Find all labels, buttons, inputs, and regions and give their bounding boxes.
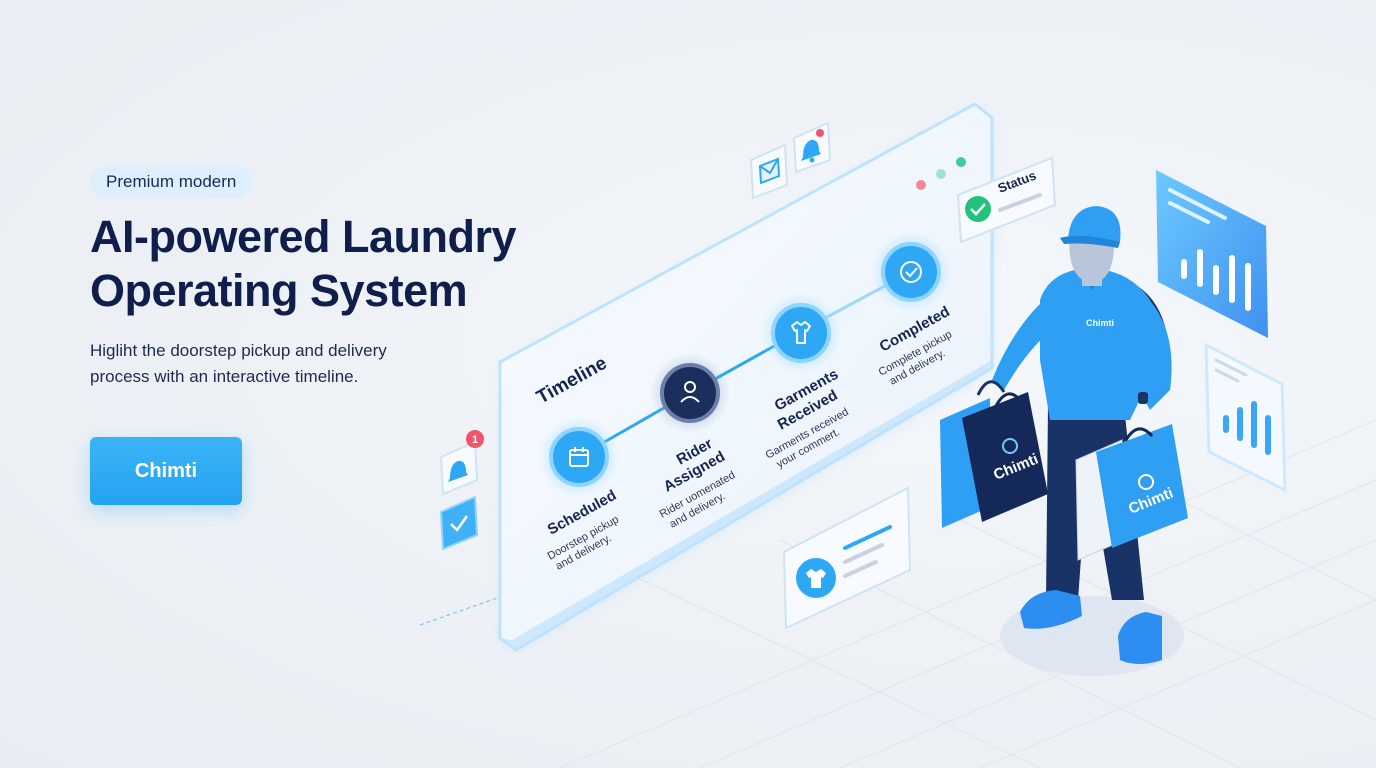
garment-card[interactable]: [782, 486, 912, 630]
laundry-bags-left: Chimti: [940, 380, 1048, 528]
hero-subtitle: Higliht the doorstep pickup and delivery…: [90, 338, 510, 390]
window-dot-red: [916, 180, 926, 190]
shirt-icon: [791, 321, 811, 344]
notification-badge: [466, 430, 484, 448]
hero-title-line1: AI-powered Laundry: [90, 211, 517, 262]
hero-subtitle-line1: Higliht the doorstep pickup and delivery: [90, 341, 387, 360]
window-dot-green-light: [936, 169, 946, 179]
bar-chart-icon: [1223, 401, 1271, 455]
left-bell-card[interactable]: 1: [439, 430, 484, 496]
bar-chart-icon: [1181, 249, 1251, 311]
mail-card[interactable]: [749, 143, 789, 200]
left-check-card[interactable]: [439, 495, 479, 551]
cap-icon: [1068, 206, 1121, 242]
tshirt-icon: [806, 569, 826, 588]
notification-count: 1: [472, 434, 478, 446]
hero-title-line2: Operating System: [90, 265, 468, 316]
window-dot-green: [956, 157, 966, 167]
hero-subtitle-line2: process with an interactive timeline.: [90, 367, 359, 386]
check-icon: [450, 515, 469, 532]
mail-icon: [758, 157, 781, 185]
hero-title: AI-powered Laundry Operating System: [90, 210, 610, 318]
hero-badge: Premium modern: [90, 166, 253, 198]
notification-dot: [816, 129, 824, 137]
bell-icon: [448, 460, 468, 482]
status-check-icon: [965, 196, 991, 222]
calendar-icon: [569, 447, 589, 467]
shirt-logo: Chimti: [1086, 318, 1114, 328]
analytics-card-large[interactable]: [1156, 170, 1268, 338]
laundry-bags-right: Chimti: [1075, 424, 1188, 561]
analytics-card-small[interactable]: [1204, 342, 1287, 493]
status-card[interactable]: Status: [956, 156, 1057, 244]
bell-icon: [801, 139, 821, 163]
cta-button[interactable]: Chimti: [90, 437, 242, 505]
user-icon: [680, 381, 700, 403]
chimti-logo-icon: [1002, 438, 1018, 454]
timeline-panel: [498, 102, 994, 652]
chimti-logo-icon: [1138, 474, 1154, 490]
bell-card[interactable]: [792, 121, 832, 174]
check-circle-icon: [900, 261, 922, 283]
timeline-step-completed[interactable]: Completed Complete pickup and delivery.: [871, 232, 954, 388]
